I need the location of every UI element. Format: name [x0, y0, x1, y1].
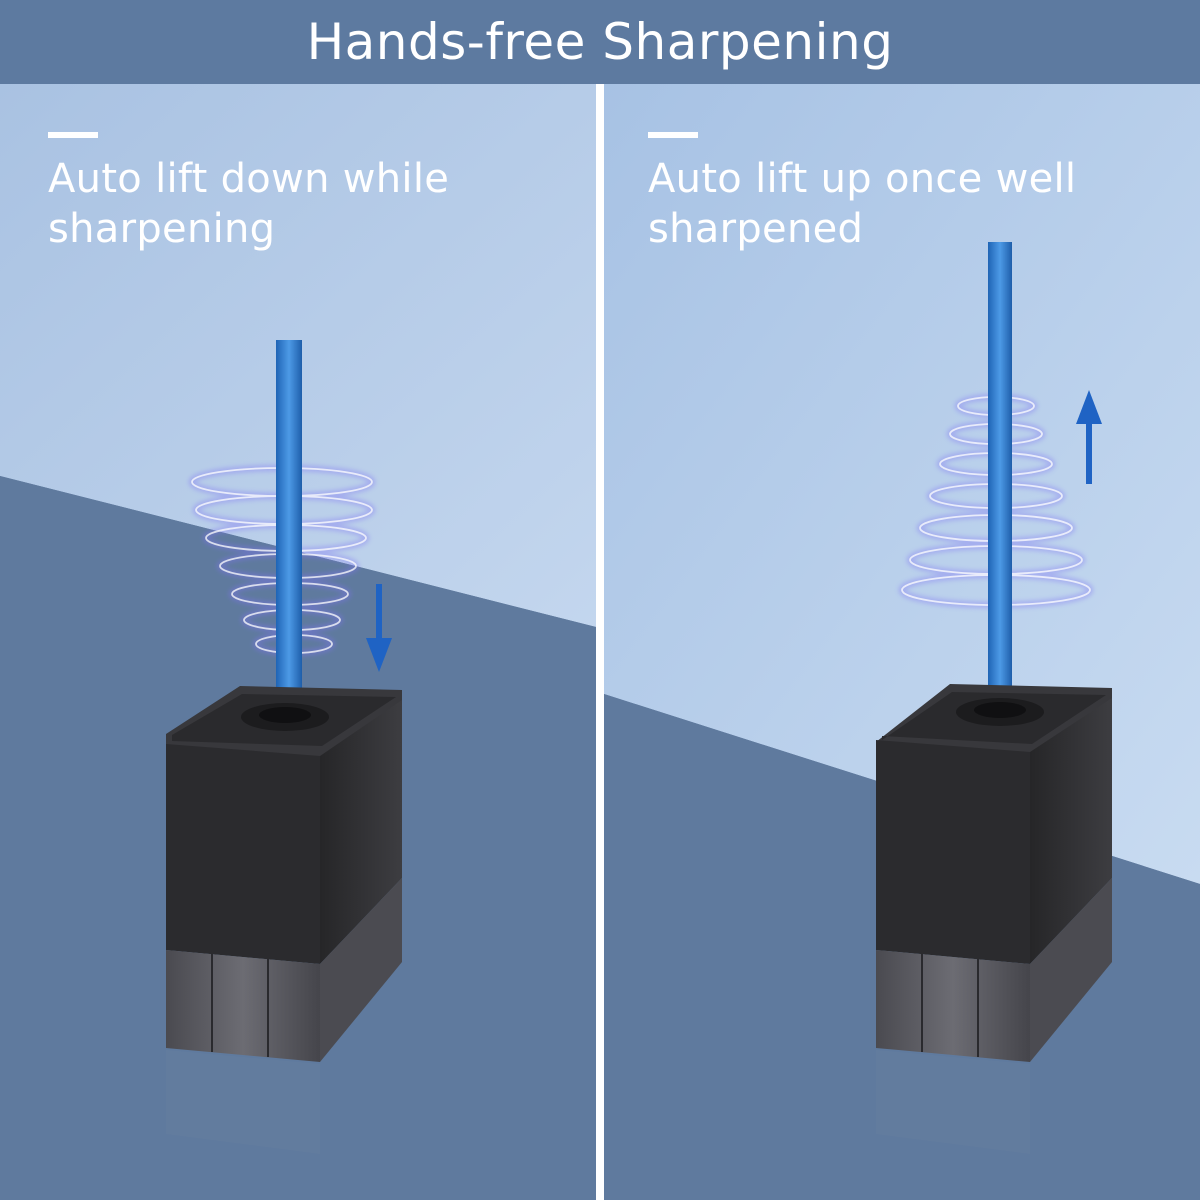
- accent-dash: [648, 132, 698, 138]
- lift-up-illustration: [604, 84, 1200, 1200]
- caption: Auto lift down while sharpening: [48, 154, 568, 254]
- wall-background: [604, 84, 1200, 884]
- down-arrow-icon: [366, 584, 392, 672]
- caption-line-1: Auto lift up once well: [648, 156, 1077, 202]
- pencil-sharpener: [876, 684, 1112, 1154]
- panel-divider: [596, 84, 604, 1200]
- up-arrow-icon: [1076, 390, 1102, 484]
- lift-down-illustration: [0, 84, 596, 1200]
- caption-line-2: sharpening: [48, 206, 276, 252]
- pencil: [988, 242, 1012, 732]
- pencil-sharpener: [166, 686, 402, 1154]
- title-banner: Hands-free Sharpening: [0, 0, 1200, 84]
- panel-lift-down: Auto lift down while sharpening: [0, 84, 596, 1200]
- caption-line-2: sharpened: [648, 206, 864, 252]
- caption-line-1: Auto lift down while: [48, 156, 450, 202]
- accent-dash: [48, 132, 98, 138]
- page-title: Hands-free Sharpening: [306, 13, 894, 71]
- caption: Auto lift up once well sharpened: [648, 154, 1178, 254]
- panel-lift-up: Auto lift up once well sharpened: [604, 84, 1200, 1200]
- pencil: [276, 340, 302, 730]
